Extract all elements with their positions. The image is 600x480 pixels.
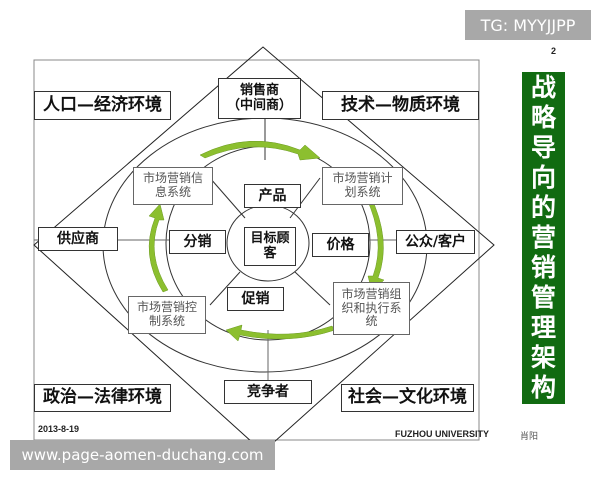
- arrow-top: [199, 140, 321, 161]
- actor-dealer-line2: （中间商）: [226, 97, 292, 113]
- system-org-line1: 市场营销组: [341, 286, 402, 301]
- center-target-customer: 目标顾 客: [244, 227, 296, 266]
- slide-author: 肖阳: [520, 431, 539, 441]
- system-information-line1: 市场营销信: [142, 171, 203, 186]
- slide-date: 2013-8-19: [38, 424, 80, 434]
- system-planning-line2: 划系统: [344, 185, 381, 199]
- title-char: 构: [530, 373, 556, 402]
- title-char: 导: [530, 133, 556, 162]
- env-social-cultural: 社会—文化环境: [341, 384, 474, 412]
- arrow-bottom: [225, 324, 336, 342]
- center-line2: 客: [263, 245, 277, 261]
- env-political-legal: 政治—法律环境: [34, 384, 171, 412]
- vertical-title: 战略导向的营销管理架构: [522, 72, 565, 404]
- actor-dealer-line1: 销售商: [239, 82, 279, 98]
- actor-dealer: 销售商 （中间商）: [218, 78, 301, 119]
- title-char: 理: [530, 313, 556, 342]
- title-char: 的: [530, 193, 556, 222]
- system-org-line3: 统: [365, 314, 378, 329]
- watermark-top: TG: MYYJJPP: [465, 10, 591, 40]
- mix-promotion: 促销: [227, 287, 284, 311]
- slide-institution: FUZHOU UNIVERSITY: [395, 429, 490, 439]
- actor-competitor: 竞争者: [224, 380, 312, 404]
- arrow-left: [148, 203, 169, 293]
- env-technology-physical: 技术—物质环境: [322, 91, 479, 120]
- title-char: 略: [530, 103, 556, 132]
- system-information: 市场营销信 息系统: [133, 167, 213, 205]
- mix-product: 产品: [244, 184, 301, 208]
- mix-distribution: 分销: [169, 230, 226, 254]
- actor-supplier: 供应商: [38, 227, 118, 251]
- title-char: 管: [530, 283, 556, 312]
- page-number: 2: [551, 46, 557, 56]
- system-org-line2: 织和执行系: [341, 300, 402, 315]
- title-char: 销: [530, 253, 556, 282]
- title-char: 营: [530, 223, 556, 252]
- system-control-line1: 市场营销控: [136, 300, 197, 315]
- system-information-line2: 息系统: [154, 185, 191, 199]
- actor-public-customer: 公众/客户: [396, 230, 475, 254]
- system-planning-line1: 市场营销计: [332, 171, 393, 186]
- title-char: 向: [530, 163, 556, 192]
- title-char: 架: [530, 343, 556, 372]
- title-char: 战: [530, 73, 556, 102]
- system-organization-execution: 市场营销组 织和执行系 统: [333, 282, 410, 335]
- watermark-bottom: www.page-aomen-duchang.com: [10, 440, 275, 470]
- system-control: 市场营销控 制系统: [128, 296, 206, 334]
- system-planning: 市场营销计 划系统: [322, 167, 403, 205]
- env-population-economy: 人口—经济环境: [34, 91, 171, 120]
- system-control-line2: 制系统: [148, 314, 185, 328]
- mix-price: 价格: [312, 233, 369, 257]
- center-line1: 目标顾: [250, 230, 290, 246]
